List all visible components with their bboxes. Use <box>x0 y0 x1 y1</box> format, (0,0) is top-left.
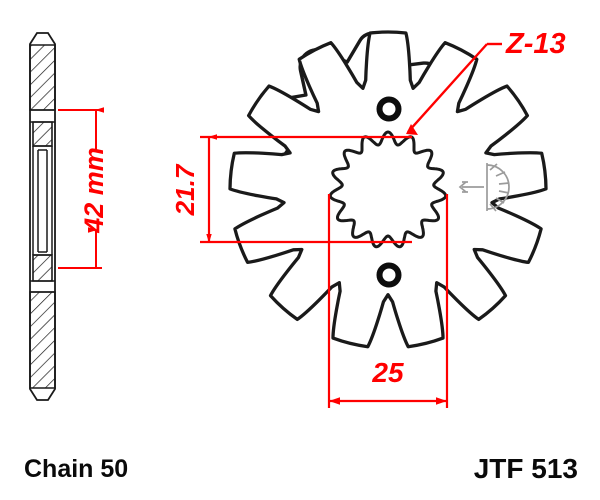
annotation-z13: Z-13 <box>406 28 566 135</box>
sprocket-geometry <box>228 30 548 349</box>
bolt-holes <box>376 96 402 288</box>
side-section-view <box>29 32 56 401</box>
arrow-25-right <box>436 397 447 405</box>
surface-finish-icon <box>458 163 510 212</box>
annotation-z13-text: Z-13 <box>505 28 566 60</box>
dimension-42mm-text: 42 mm <box>79 147 109 234</box>
surface-finish-rays <box>489 163 510 212</box>
side-internal-lines <box>30 109 55 293</box>
bolt-hole-top <box>376 96 402 122</box>
part-number-label: JTF 513 <box>473 453 578 484</box>
bolt-hole-bottom <box>376 262 402 288</box>
z13-leader-line <box>407 43 488 133</box>
dimension-42mm: 42 mm <box>58 107 109 269</box>
spline-bore-profile <box>328 130 448 249</box>
dimension-21-7-text: 21.7 <box>170 163 200 216</box>
dimension-21-7: 21.7 <box>170 134 412 244</box>
side-rim-bottom-hatch <box>29 291 56 389</box>
dimension-25: 25 <box>327 194 449 408</box>
side-hub-top-hatch <box>32 121 53 147</box>
side-rim-top-hatch <box>29 44 56 111</box>
z13-leader-arrow <box>406 124 418 135</box>
side-hub-bottom-hatch <box>32 254 53 282</box>
surface-finish-arrow <box>458 181 484 193</box>
dimension-25-text: 25 <box>371 357 404 388</box>
chain-type-label: Chain 50 <box>24 455 129 483</box>
arrow-25-left <box>329 397 340 405</box>
